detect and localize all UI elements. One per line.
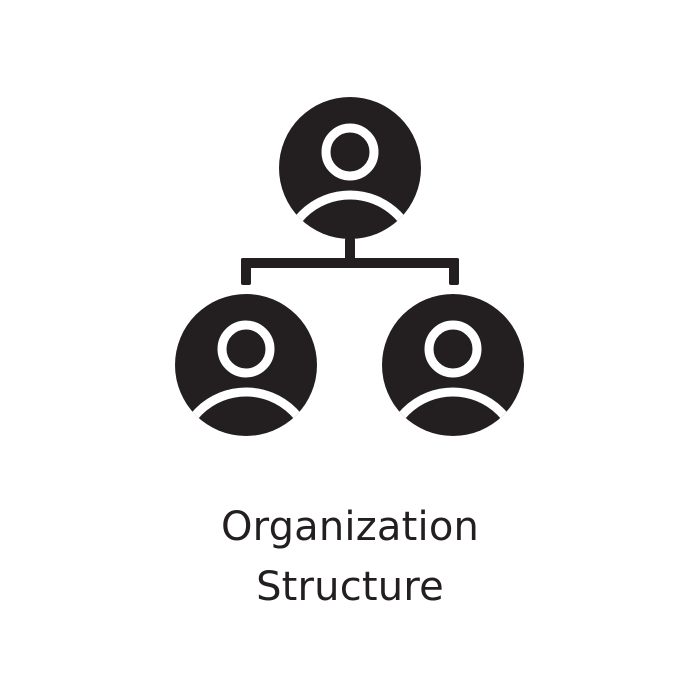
right-person-icon (382, 294, 524, 436)
top-person-icon (279, 97, 421, 239)
left-person-icon (175, 294, 317, 436)
connector-lines (241, 238, 459, 285)
caption-line-1: Organization (220, 504, 480, 550)
caption-line-2: Structure (256, 564, 444, 610)
